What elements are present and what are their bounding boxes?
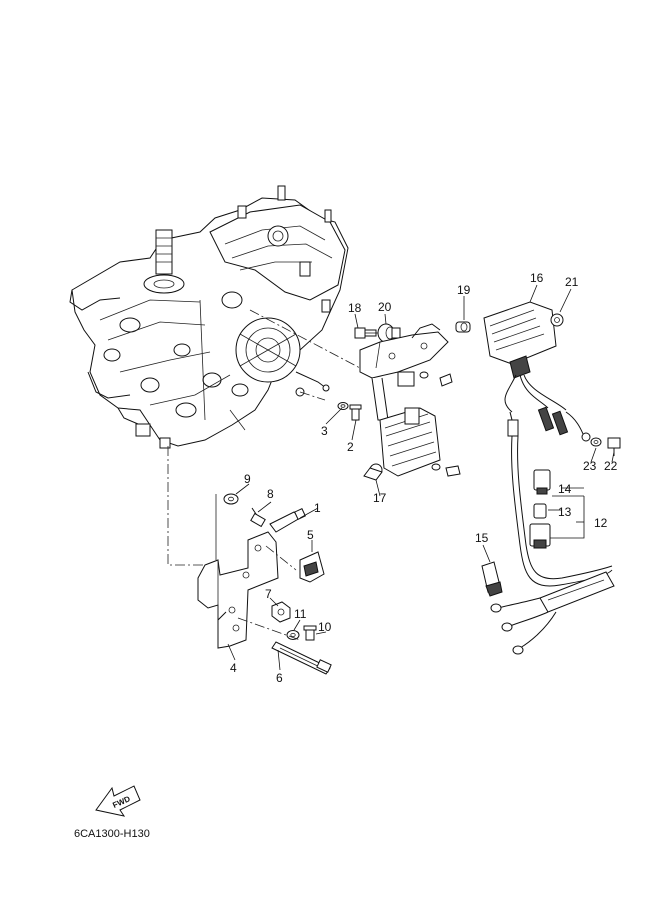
part-21-nut [550, 313, 564, 327]
part-3-washer [337, 402, 349, 410]
callout-6: 6 [276, 671, 283, 685]
callout-11: 11 [294, 607, 307, 621]
fwd-arrow-icon: FWD [95, 785, 141, 817]
callout-12: 12 [594, 516, 608, 530]
diagram-code: 6CA1300-H130 [74, 828, 150, 840]
part-17-rectifier [363, 407, 441, 481]
part-23-washer [590, 437, 602, 447]
part-4-bracket [197, 531, 279, 649]
callout-9: 9 [244, 472, 251, 486]
callout-18: 18 [348, 301, 362, 315]
wire-harness [490, 435, 615, 655]
leader-lines [227, 284, 615, 671]
part-12-coupler [529, 523, 551, 549]
sensor-mount-bracket [359, 323, 449, 421]
part-14-connector [533, 469, 551, 495]
callout-2: 2 [347, 440, 354, 454]
part-13-connector [533, 503, 547, 519]
regulator-leads [504, 374, 591, 442]
part-10-bolt [303, 625, 317, 641]
part-19-collar [455, 321, 471, 333]
callout-14: 14 [558, 482, 572, 496]
callout-4: 4 [230, 661, 237, 675]
callout-21: 21 [565, 275, 579, 289]
part-18-bolt [354, 327, 378, 339]
callout-3: 3 [321, 424, 328, 438]
side-washer-bolt [431, 463, 461, 477]
callout-1: 1 [314, 501, 321, 515]
callout-7: 7 [265, 587, 272, 601]
engine-block [69, 185, 349, 449]
callout-19: 19 [457, 283, 471, 297]
callout-17: 17 [373, 491, 387, 505]
part-6-cable-tie [271, 641, 332, 675]
part-11-washer [286, 630, 300, 640]
part-5-clamp [299, 551, 325, 583]
part-15-clip [481, 561, 503, 597]
callout-15: 15 [475, 531, 489, 545]
callout-labels: 1 2 3 4 5 6 7 8 9 10 11 12 13 14 15 16 1… [230, 271, 618, 685]
part-7-nut [271, 601, 291, 623]
part-1-sensor [269, 508, 306, 533]
part-9-washer [223, 493, 239, 505]
part-2-screw [349, 404, 362, 421]
callout-20: 20 [378, 300, 392, 314]
callout-22: 22 [604, 459, 618, 473]
callout-5: 5 [307, 528, 314, 542]
part-16-regulator [483, 301, 557, 379]
callout-16: 16 [530, 271, 544, 285]
callout-10: 10 [318, 620, 332, 634]
callout-8: 8 [267, 487, 274, 501]
callout-23: 23 [583, 459, 597, 473]
part-8-bolt [250, 507, 266, 528]
callout-13: 13 [558, 505, 572, 519]
small-washer-nut [419, 371, 453, 387]
